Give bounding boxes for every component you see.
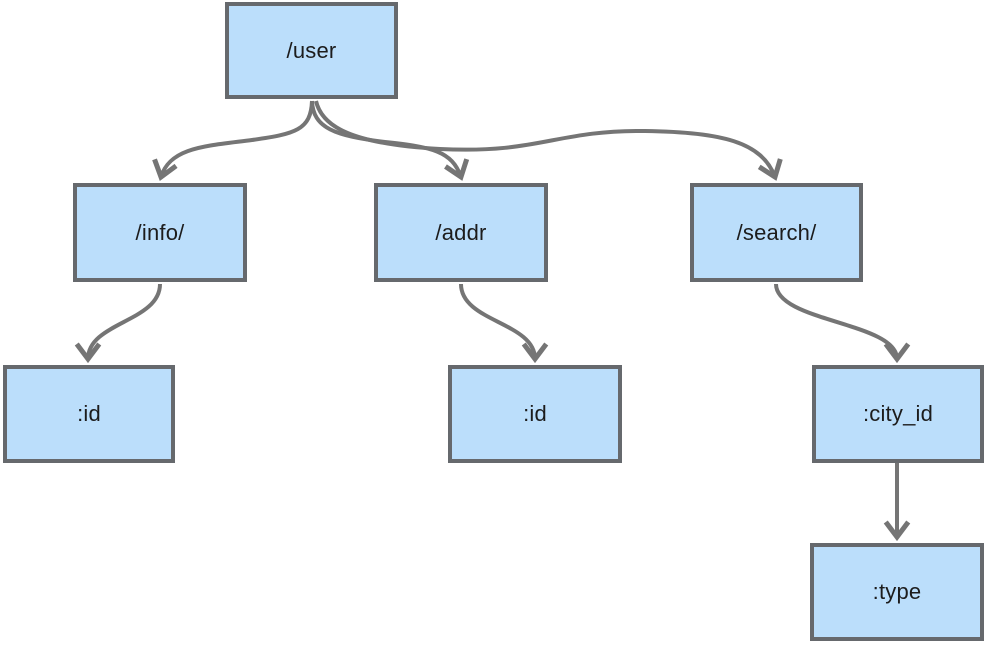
node-label-city-id: :city_id [862, 401, 934, 426]
node-label-addr: /addr [435, 219, 487, 245]
node-addr-id: :id [448, 365, 622, 463]
node-label-type: :type [872, 579, 922, 604]
node-user: /user [225, 2, 398, 99]
node-info: /info/ [73, 183, 247, 282]
node-label-search: /search/ [736, 219, 817, 245]
node-label-info: /info/ [135, 219, 185, 245]
node-label-addr-id: :id [523, 401, 547, 426]
node-addr: /addr [374, 183, 548, 282]
node-label-info-id: :id [77, 401, 101, 426]
edge-search-to-city-id [774, 283, 911, 364]
edge-user-to-info [152, 100, 314, 181]
edge-addr-to-addr-id [459, 283, 549, 364]
node-label-user: /user [286, 37, 337, 63]
node-city-id: :city_id [812, 365, 984, 463]
edge-info-to-info-id [74, 283, 162, 364]
edge-user-to-addr [310, 100, 470, 181]
node-info-id: :id [3, 365, 175, 463]
edge-user-to-search [314, 100, 783, 181]
node-type: :type [810, 543, 984, 641]
node-search: /search/ [690, 183, 863, 282]
